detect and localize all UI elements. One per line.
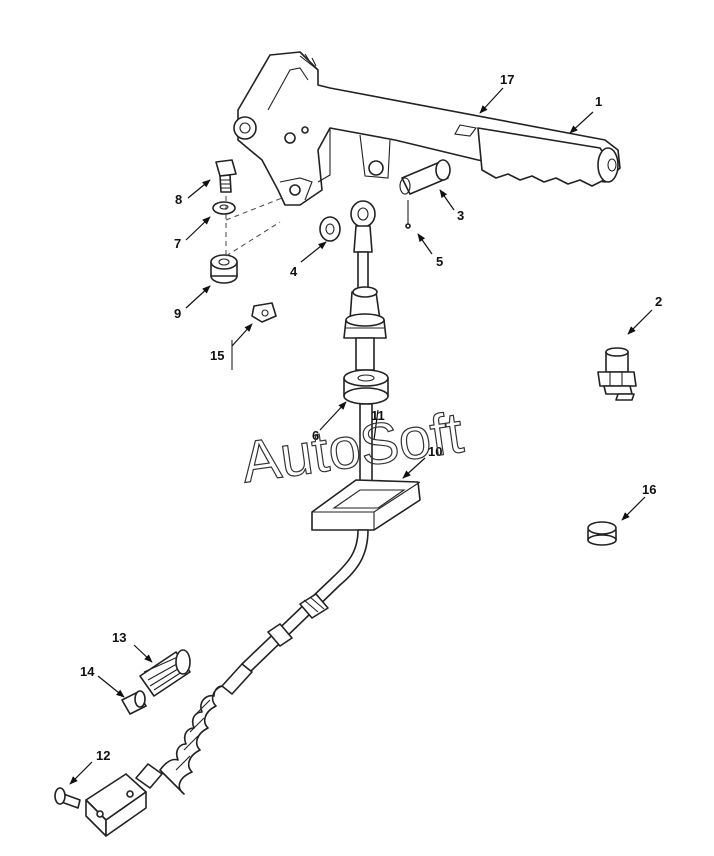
part-15-clip	[231, 302, 277, 370]
callout-3: 3	[457, 208, 464, 223]
callout-labels: 1 2 3 4 5 6 7 8 9 10 11 12 13 14 15 16 1…	[80, 72, 662, 763]
callout-6: 6	[312, 428, 319, 443]
callout-13: 13	[112, 630, 126, 645]
callout-10: 10	[428, 444, 442, 459]
part-6-grommet	[343, 369, 389, 405]
callout-11: 11	[371, 408, 385, 423]
callout-8: 8	[175, 192, 182, 207]
part-16-cap	[587, 521, 617, 546]
part-13-spring	[139, 649, 191, 697]
callout-15: 15	[210, 348, 224, 363]
callout-16: 16	[642, 482, 656, 497]
part-5-cotter-pin	[405, 200, 411, 229]
cable-bellows	[159, 685, 223, 795]
leader-lines	[69, 87, 653, 785]
part-7-washer	[212, 201, 236, 215]
callout-12: 12	[96, 748, 110, 763]
callout-2: 2	[655, 294, 662, 309]
part-8-bolt	[215, 159, 237, 193]
callout-9: 9	[174, 306, 181, 321]
part-14-nut	[121, 690, 147, 715]
cable-clevis	[350, 200, 376, 293]
watermark-text: AutoSoft	[238, 400, 467, 495]
callout-7: 7	[174, 236, 181, 251]
part-1-brake-lever	[233, 51, 621, 206]
callout-5: 5	[436, 254, 443, 269]
callout-14: 14	[80, 664, 95, 679]
part-3-pin	[399, 159, 451, 195]
part-9-nut	[210, 254, 238, 284]
callout-1: 1	[595, 94, 602, 109]
part-10-boot	[311, 479, 421, 531]
cable-adjuster	[343, 286, 387, 371]
part-12-clevis-end	[54, 763, 163, 837]
callout-17: 17	[500, 72, 514, 87]
brake-cable	[221, 529, 369, 695]
part-2-switch	[597, 347, 637, 401]
part-4-washer	[319, 216, 341, 242]
callout-4: 4	[290, 264, 298, 279]
